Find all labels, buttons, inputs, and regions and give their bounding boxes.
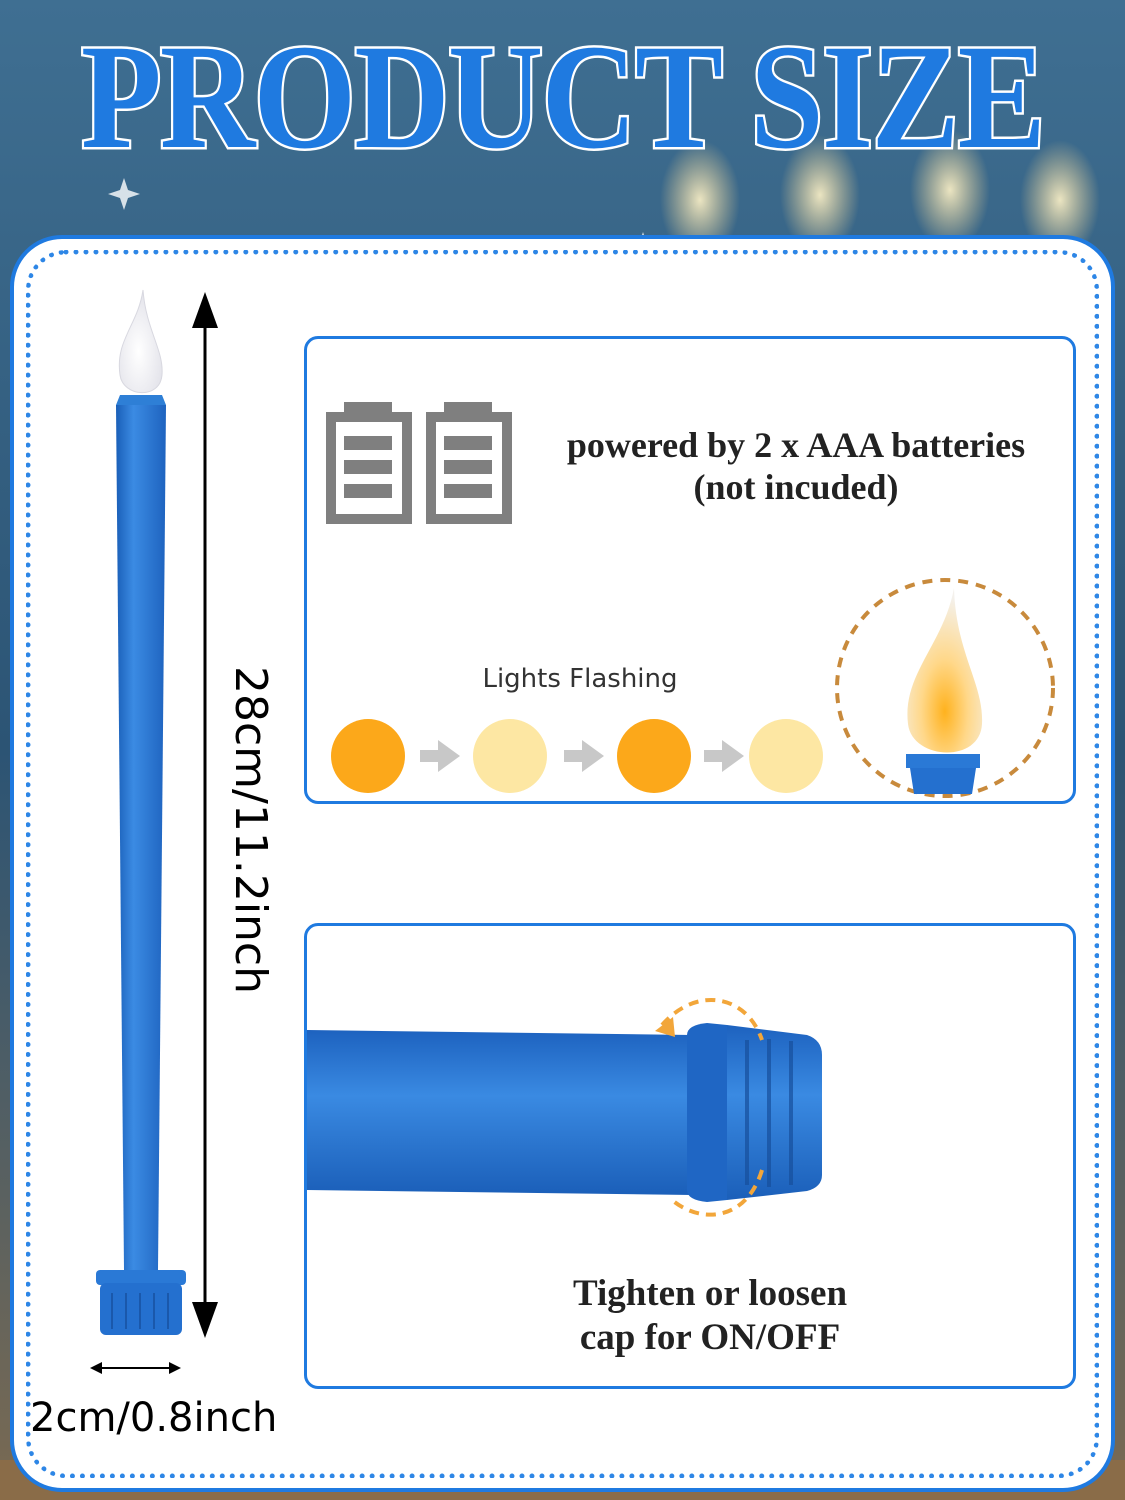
- arrow-right-icon: [704, 740, 744, 772]
- candle-illustration: [96, 289, 186, 1335]
- panel-dotted-border: [26, 250, 1099, 1478]
- lights-flashing-label: Lights Flashing: [482, 664, 678, 694]
- width-arrow-icon: [90, 1362, 181, 1374]
- flashing-sequence: [331, 719, 823, 793]
- arrow-right-icon: [420, 740, 460, 772]
- height-arrow-icon: [192, 292, 218, 1338]
- width-dimension-label: 2cm/0.8inch: [30, 1395, 278, 1441]
- flash-dot-3: [617, 719, 691, 793]
- flash-dot-1: [331, 719, 405, 793]
- flame-icon: [118, 289, 163, 394]
- page-title: PRODUCT SIZE: [79, 12, 1048, 183]
- arrow-right-icon: [564, 740, 604, 772]
- battery-icon: [326, 402, 512, 524]
- candle-cap-closeup: [307, 998, 822, 1217]
- cap-text-line1: Tighten or loosen: [572, 1273, 848, 1314]
- cap-description: Tighten or loosen cap for ON/OFF: [500, 1272, 920, 1360]
- battery-description: powered by 2 x AAA batteries (not incude…: [520, 424, 1072, 508]
- flash-dot-4: [749, 719, 823, 793]
- lit-flame-icon: [835, 578, 1055, 798]
- cap-text-line2: cap for ON/OFF: [579, 1317, 841, 1358]
- battery-text-line1: powered by 2 x AAA batteries: [566, 425, 1026, 465]
- battery-text-line2: (not incuded): [693, 467, 899, 507]
- flash-dot-2: [473, 719, 547, 793]
- height-dimension-label: 28cm/11.2inch: [225, 665, 276, 995]
